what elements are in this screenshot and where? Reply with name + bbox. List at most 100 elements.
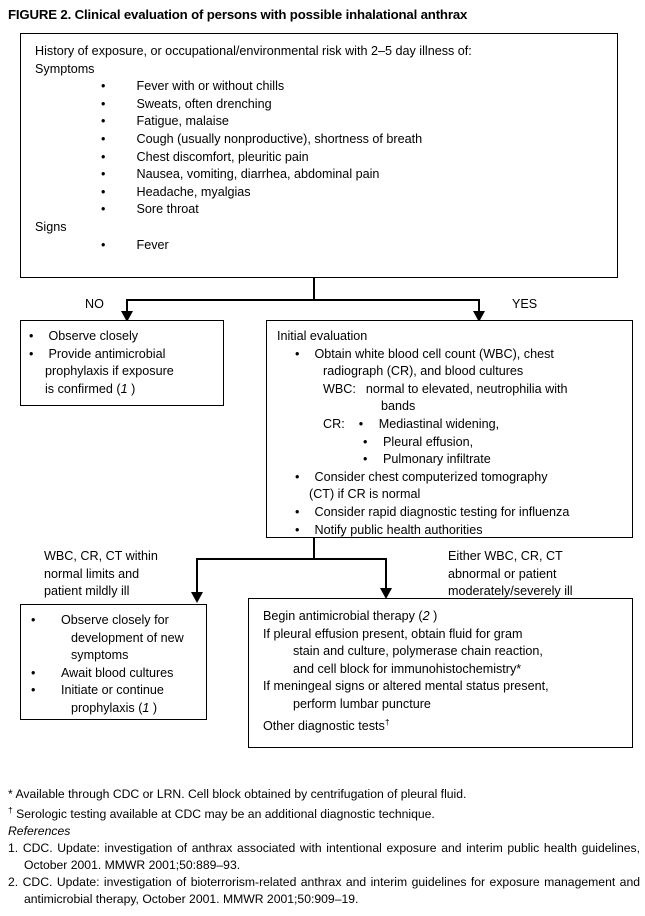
list-item: • Sweats, often drenching	[35, 96, 617, 114]
initial-b3: Consider rapid diagnostic testing for in…	[314, 504, 570, 519]
bullet-icon: •	[31, 665, 36, 680]
bullet-icon: •	[101, 131, 106, 146]
signs-label: Signs	[35, 219, 67, 234]
connector-no-shaft	[126, 299, 129, 319]
bullet-icon: •	[295, 346, 300, 361]
references-list: 1. CDC. Update: investigation of anthrax…	[8, 840, 640, 908]
list-item: • Obtain white blood cell count (WBC), c…	[277, 346, 632, 364]
page-title: FIGURE 2. Clinical evaluation of persons…	[8, 7, 638, 23]
initial-b1-line2: radiograph (CR), and blood cultures	[323, 364, 524, 379]
history-exposure-box: History of exposure, or occupational/env…	[20, 33, 618, 278]
bullet-icon: •	[101, 202, 106, 217]
initial-b4: Notify public health authorities	[314, 522, 483, 537]
bullet-icon: •	[101, 79, 106, 94]
connector-stem-2	[313, 538, 315, 559]
branch-left-line3: patient mildly ill	[44, 584, 130, 599]
arrow-left2-head	[190, 592, 203, 603]
symptom-text: Fever with or without chills	[136, 79, 285, 94]
observe-development-box: •Observe closely for development of new …	[20, 604, 207, 720]
begin-line1b: )	[429, 609, 438, 623]
begin-line1: Begin antimicrobial therapy (2 )	[263, 608, 632, 626]
footnote-star-marker: *	[8, 787, 13, 801]
begin-line4: and cell block for immunohistochemistry*	[293, 661, 522, 676]
observe-item1-line1: Observe closely for	[61, 613, 169, 627]
connector-right2-shaft	[385, 558, 388, 590]
list-item: 1. CDC. Update: investigation of anthrax…	[8, 840, 640, 874]
bullet-icon: •	[31, 613, 36, 627]
symptom-text: Sweats, often drenching	[136, 96, 272, 111]
no-item-2-line1: Provide antimicrobial	[48, 346, 166, 361]
bullet-icon: •	[363, 434, 368, 449]
bullet-icon: •	[101, 237, 106, 252]
no-item-1: Observe closely	[48, 329, 139, 343]
references-heading: References	[8, 824, 71, 838]
list-item: • Fever	[35, 237, 617, 255]
branch-label-left-2: WBC, CR, CT within normal limits and pat…	[44, 548, 158, 601]
observe-item1-line2: development of new	[71, 630, 184, 645]
list-item: • Fatigue, malaise	[35, 113, 617, 131]
initial-b2-line1: Consider chest computerized tomography	[314, 469, 548, 484]
branch-label-no: NO	[85, 297, 104, 311]
wbc-line1: normal to elevated, neutrophilia with	[365, 381, 568, 396]
branch-label-yes: YES	[512, 297, 538, 311]
begin-line6: perform lumbar puncture	[293, 696, 431, 711]
branch-left-line2: normal limits and	[44, 566, 140, 581]
list-item: • Provide antimicrobial	[29, 346, 223, 364]
observe-item2: Await blood cultures	[61, 665, 174, 680]
bullet-icon: •	[295, 522, 300, 537]
symptom-text: Sore throat	[136, 202, 199, 217]
branch-label-right-2: Either WBC, CR, CT abnormal or patient m…	[448, 548, 573, 601]
footnote-dagger-text: Serologic testing available at CDC may b…	[16, 807, 435, 822]
branch-right-line3: moderately/severely ill	[448, 584, 573, 599]
initial-heading: Initial evaluation	[277, 329, 368, 343]
symptom-text: Fatigue, malaise	[136, 114, 229, 129]
begin-line1a: Begin antimicrobial therapy (	[263, 609, 423, 623]
no-item-2-line3: is confirmed (1 )	[29, 381, 223, 399]
branch-right-line1: Either WBC, CR, CT	[448, 549, 563, 563]
list-item: • Consider chest computerized tomography	[277, 469, 632, 487]
list-item: • Headache, myalgias	[35, 184, 617, 202]
list-item: • Fever with or without chills	[35, 78, 617, 96]
reference-marker-1: 1	[120, 381, 128, 396]
bullet-icon: •	[101, 96, 106, 111]
history-heading: History of exposure, or occupational/env…	[35, 44, 472, 58]
reference-number: 2.	[8, 875, 19, 889]
begin-line7-text: Other diagnostic tests	[263, 718, 385, 733]
branch-right-line2: abnormal or patient	[448, 566, 557, 581]
bullet-icon: •	[358, 416, 364, 431]
list-item: • Await blood cultures	[31, 665, 206, 683]
arrow-yes-head	[472, 311, 485, 322]
symptom-text: Headache, myalgias	[136, 184, 251, 199]
connector-split-2	[196, 558, 387, 561]
footnote-dagger: † Serologic testing available at CDC may…	[8, 802, 638, 822]
begin-line3: stain and culture, polymerase chain reac…	[293, 644, 543, 659]
cr-label: CR:	[323, 416, 345, 431]
wbc-line2: bands	[381, 399, 416, 414]
symptom-text: Nausea, vomiting, diarrhea, abdominal pa…	[136, 167, 380, 182]
observe-item3-line2a: prophylaxis (	[71, 700, 143, 715]
arrow-right2-head	[379, 588, 392, 599]
list-item: •Initiate or continue	[31, 682, 206, 700]
observe-item3-line2b: )	[149, 700, 158, 715]
reference-marker-2: 2	[422, 609, 430, 623]
symptoms-label: Symptoms	[35, 61, 95, 76]
footnotes: * Available through CDC or LRN. Cell blo…	[8, 786, 638, 823]
footnote-dagger-marker: †	[8, 805, 13, 816]
initial-evaluation-box: Initial evaluation • Obtain white blood …	[266, 320, 633, 538]
sign-text: Fever	[136, 237, 169, 252]
bullet-icon: •	[29, 346, 34, 361]
initial-b2-line2: (CT) if CR is normal	[309, 487, 421, 502]
bullet-icon: •	[101, 167, 106, 182]
arrow-no-head	[120, 311, 133, 322]
cr-item-3: Pulmonary infiltrate	[383, 452, 491, 467]
list-item: • Nausea, vomiting, diarrhea, abdominal …	[35, 166, 617, 184]
dagger-footnote-marker: †	[384, 716, 390, 727]
reference-marker-1: 1	[142, 700, 150, 715]
list-item: • Sore throat	[35, 201, 617, 219]
reference-number: 1.	[8, 841, 19, 855]
list-item: • Chest discomfort, pleuritic pain	[35, 149, 617, 167]
bullet-icon: •	[295, 504, 300, 519]
list-item: • Observe closely	[29, 328, 223, 346]
symptom-text: Chest discomfort, pleuritic pain	[136, 149, 309, 164]
bullet-icon: •	[295, 469, 300, 484]
